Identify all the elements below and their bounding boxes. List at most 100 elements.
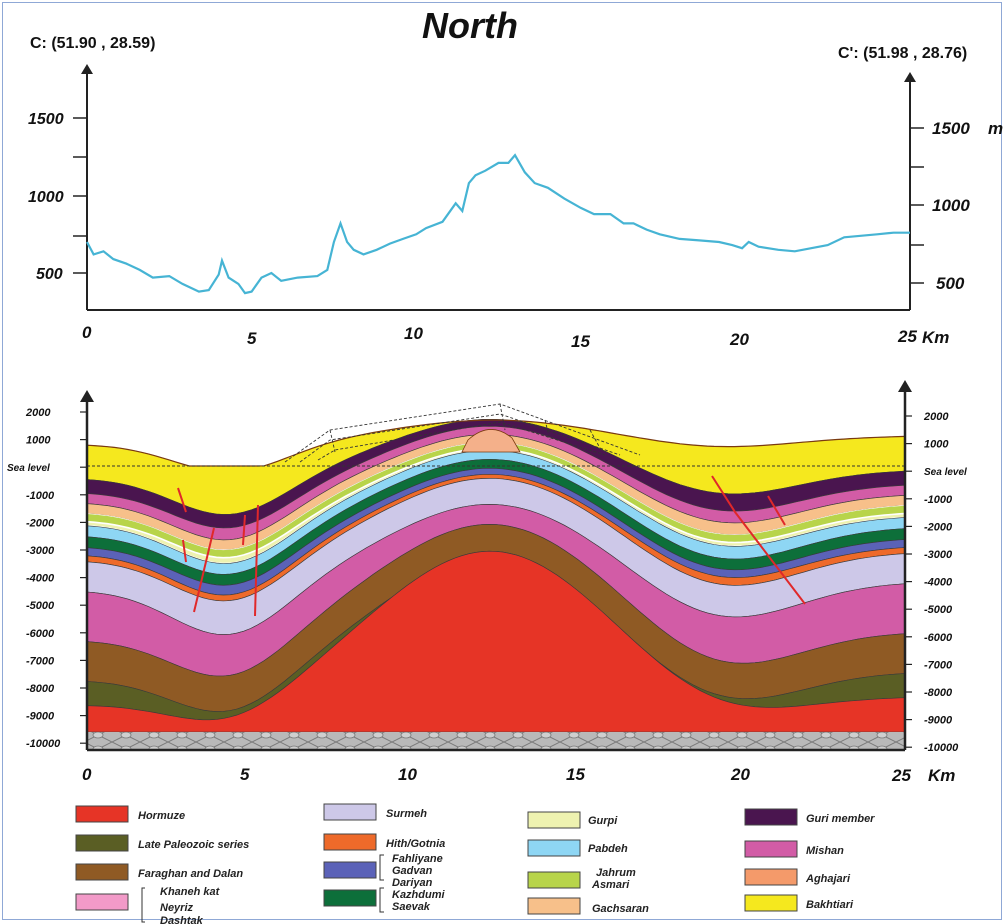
elevation-line [86, 153, 910, 295]
section-left-tick: -3000 [26, 545, 55, 557]
profile-x-unit: Km [922, 328, 949, 347]
profile-x-tick: 0 [82, 323, 92, 342]
section-x-tick: 0 [82, 765, 92, 784]
profile-right-tick: 1500 [932, 119, 970, 138]
legend-swatch-kazhdumi [323, 889, 377, 907]
legend-label: Gadvan [392, 865, 433, 877]
legend-label: Neyriz [160, 902, 194, 914]
legend-label: Pabdeh [588, 843, 628, 855]
legend-label: Hormuze [138, 810, 185, 822]
section-left-tick: -5000 [26, 600, 55, 612]
profile-left-tick: 1500 [28, 111, 64, 128]
profile-x-tick: 10 [404, 324, 423, 343]
basement-band [87, 732, 905, 750]
legend-swatch-gurpi [527, 811, 581, 829]
profile-x-tick: 15 [571, 332, 590, 351]
section-right-tick: -1000 [924, 494, 953, 506]
topographic-profile: 1500 1000 500 1500 m 1000 500 0 5 10 15 … [28, 64, 1003, 351]
profile-x-tick: 20 [729, 330, 749, 349]
section-left-tick: Sea level [7, 463, 50, 474]
legend-swatch-fahliyan [323, 861, 377, 879]
profile-x-tick: 25 [897, 327, 917, 346]
legend-label: Fahliyane [392, 853, 443, 865]
section-left-tick: -10000 [26, 738, 61, 750]
profile-right-arrow-icon [904, 72, 916, 82]
section-x-unit: Km [928, 766, 955, 785]
legend-swatch-faraghan [75, 863, 129, 881]
section-right-tick: -5000 [924, 604, 953, 616]
legend-swatch-pabdeh [527, 839, 581, 857]
section-x-tick: 5 [240, 765, 250, 784]
legend-label: Bakhtiari [806, 899, 854, 911]
profile-left-arrow-icon [81, 64, 93, 74]
profile-left-tick: 1000 [28, 189, 64, 206]
legend-label: Dariyan [392, 877, 433, 889]
profile-right-unit: m [988, 119, 1003, 138]
section-right-tick: 1000 [924, 439, 949, 451]
section-left-tick: 1000 [26, 435, 51, 447]
legend-swatch-gachsaran [527, 897, 581, 915]
legend-swatch-aghajari [744, 868, 798, 886]
section-right-tick: -3000 [924, 549, 953, 561]
legend-swatch-khaneh [75, 893, 129, 911]
legend-label: Asmari [591, 879, 630, 891]
section-x-tick: 25 [891, 766, 911, 785]
section-left-arrow-icon [80, 390, 94, 402]
left-endpoint-label: C: (51.90 , 28.59) [30, 35, 155, 52]
section-right-arrow-icon [898, 380, 912, 392]
eroded-structure-lines [284, 403, 641, 463]
legend-label: Hith/Gotnia [386, 838, 445, 850]
legend-swatch-mishan [744, 840, 798, 858]
legend-label: Kazhdumi [392, 889, 446, 901]
section-left-tick: -4000 [26, 573, 55, 585]
section-right-tick: -9000 [924, 715, 953, 727]
legend-label: Mishan [806, 845, 844, 857]
fault-lines [177, 475, 806, 617]
legend-label: Gachsaran [592, 903, 649, 915]
crest-aghajari [461, 429, 521, 453]
section-left-tick: -6000 [26, 628, 55, 640]
legend-label: Guri member [806, 813, 875, 825]
profile-right-tick: 1000 [932, 196, 970, 215]
profile-right-tick: 500 [936, 274, 965, 293]
legend-label: Surmeh [386, 808, 427, 820]
section-left-tick: -9000 [26, 711, 55, 723]
section-right-tick: -2000 [924, 521, 953, 533]
legend-swatch-surmeh [323, 803, 377, 821]
legend-swatch-hith [323, 833, 377, 851]
section-right-tick: -7000 [924, 659, 953, 671]
legend-label: Dashtak [160, 915, 204, 924]
section-right-tick: -10000 [924, 742, 959, 754]
section-left-tick: -2000 [26, 517, 55, 529]
section-right-tick: -4000 [924, 577, 953, 589]
profile-left-tick: 500 [36, 266, 63, 283]
legend-swatch-bakhtiari [744, 894, 798, 912]
section-right-tick: 2000 [923, 411, 949, 423]
right-endpoint-label: C': (51.98 , 28.76) [838, 45, 967, 62]
profile-x-tick: 5 [247, 329, 257, 348]
legend-label: Late Paleozoic series [138, 839, 249, 851]
section-x-tick: 15 [566, 765, 585, 784]
legend-swatch-hormuze [75, 805, 129, 823]
legend-label: Khaneh kat [160, 886, 221, 898]
legend-swatch-guri [744, 808, 798, 826]
legend-label: Saevak [392, 901, 431, 913]
legend-swatch-asmari [527, 871, 581, 889]
section-right-tick: Sea level [924, 467, 967, 478]
section-right-tick: -8000 [924, 687, 953, 699]
legend-swatch-paleozoic [75, 834, 129, 852]
section-left-tick: -7000 [26, 655, 55, 667]
section-left-tick: -8000 [26, 683, 55, 695]
section-left-tick: 2000 [25, 407, 51, 419]
legend-label: Jahrum [596, 867, 636, 879]
legend-label: Aghajari [805, 873, 851, 885]
section-left-tick: -1000 [26, 490, 55, 502]
figure-title: North [422, 5, 518, 46]
section-right-tick: -6000 [924, 632, 953, 644]
